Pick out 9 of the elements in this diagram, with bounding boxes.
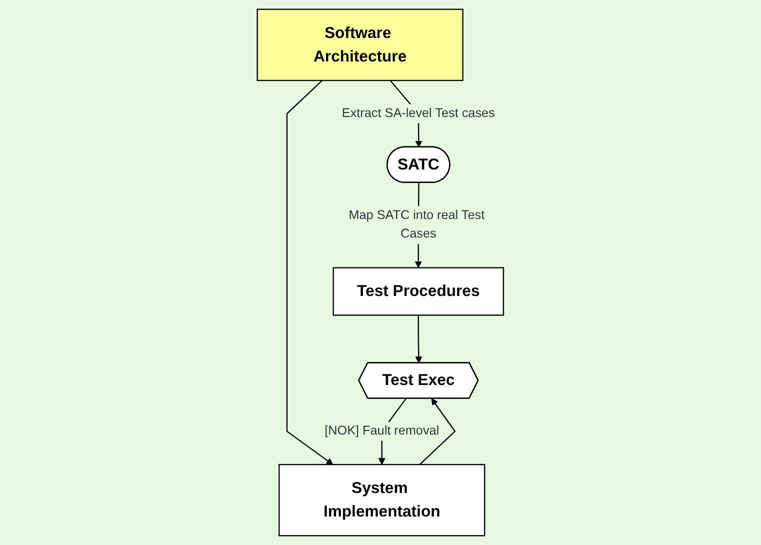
edge-label: [NOK] Fault removal	[324, 424, 440, 438]
node-box: Software Architecture	[256, 8, 464, 82]
arrow	[419, 398, 456, 465]
arrow	[415, 315, 422, 364]
edge-label: Map SATC into real Test Cases	[348, 208, 485, 241]
node-box: System Implementation	[278, 464, 486, 536]
arrow	[286, 80, 334, 465]
edge-label: Extract SA-level Test cases	[342, 106, 495, 120]
node-box: Test Procedures	[332, 267, 504, 316]
